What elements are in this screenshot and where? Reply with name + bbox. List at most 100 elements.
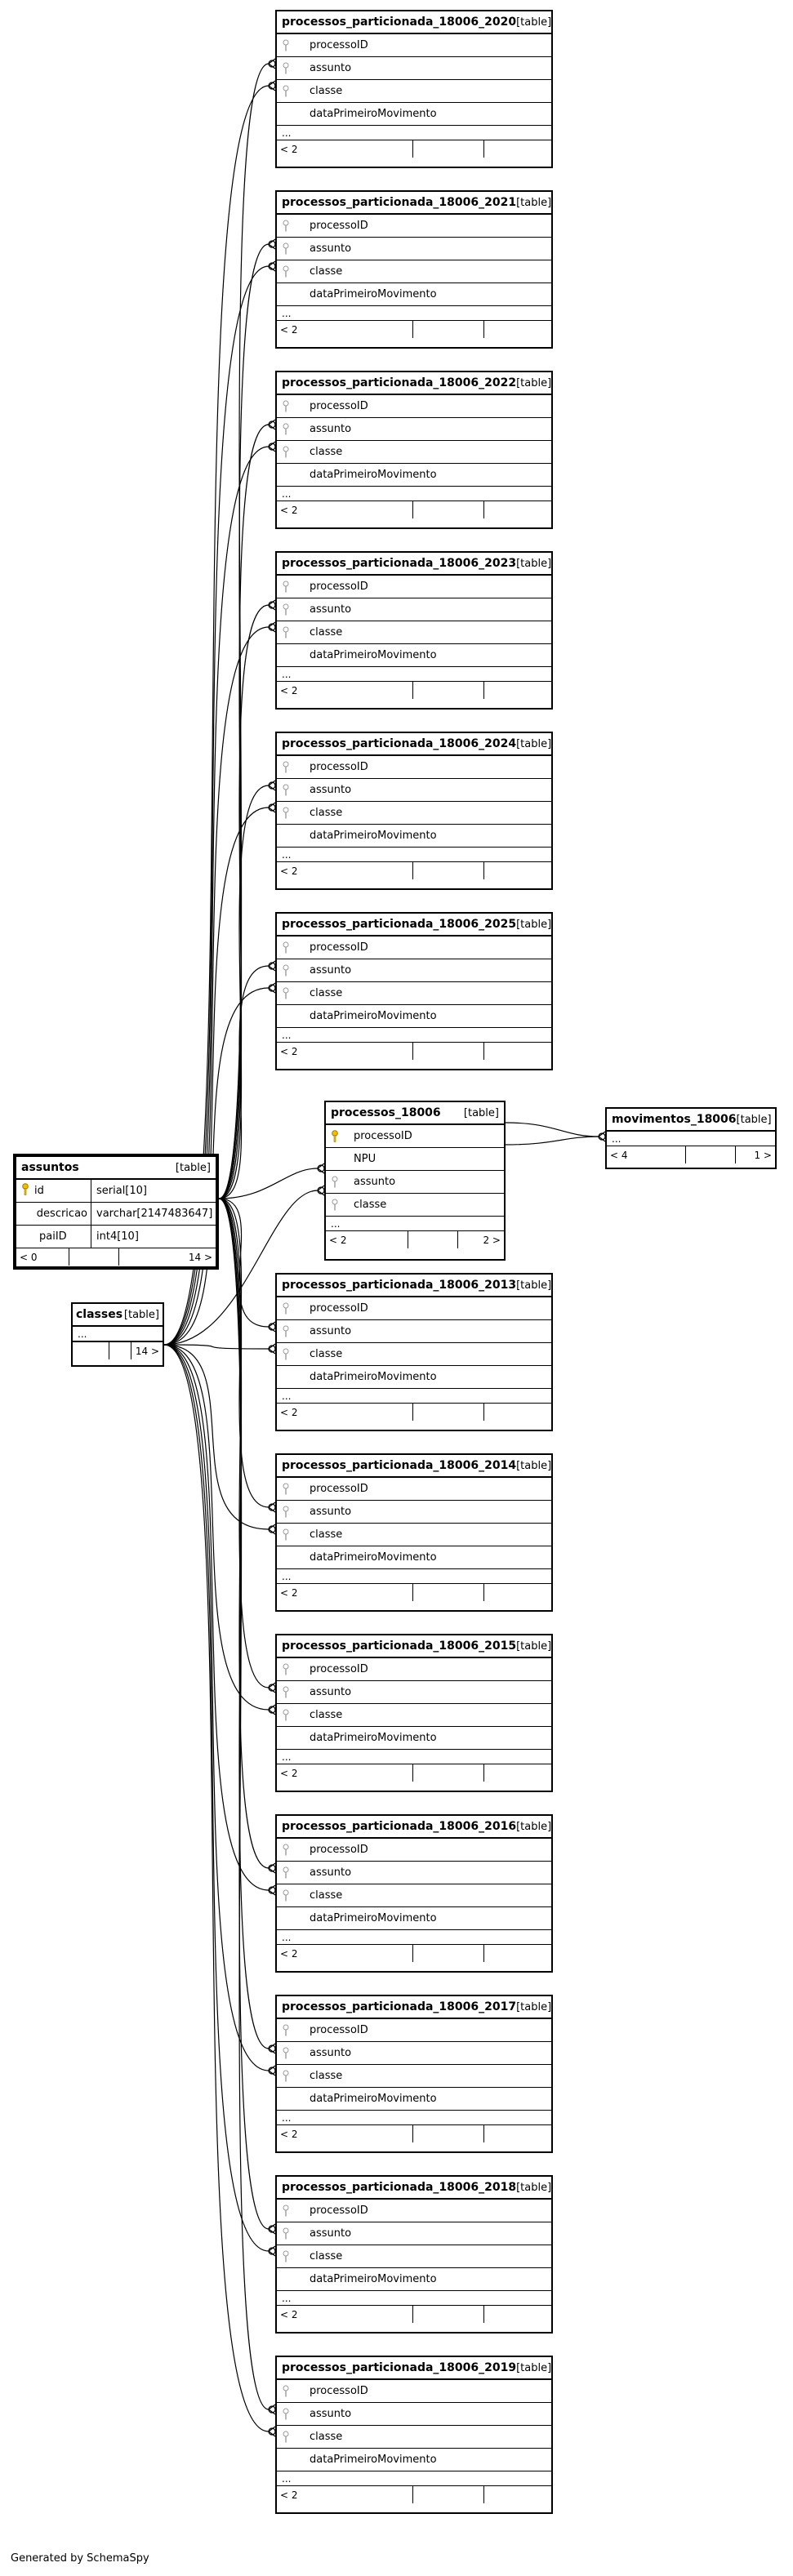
partition-table[interactable]: processos_particionada_18006_2022[table]…	[275, 371, 553, 529]
partition-column-row[interactable]: dataPrimeiroMovimento	[277, 2449, 551, 2471]
partition-column-row[interactable]: classe	[277, 802, 551, 825]
partition-table[interactable]: processos_particionada_18006_2014[table]…	[275, 1453, 553, 1612]
partition-column-row[interactable]: assunto	[277, 238, 551, 260]
assuntos-row-id[interactable]: id serial[10]	[16, 1180, 216, 1203]
partition-column-row[interactable]: assunto	[277, 2403, 551, 2426]
partition-column-row[interactable]: dataPrimeiroMovimento	[277, 1727, 551, 1750]
partition-column-row[interactable]: classe	[277, 982, 551, 1005]
partition-table[interactable]: processos_particionada_18006_2013[table]…	[275, 1273, 553, 1431]
partition-column-row[interactable]: dataPrimeiroMovimento	[277, 2088, 551, 2111]
assuntos-row-descricao[interactable]: descricao varchar[2147483647]	[16, 1203, 216, 1226]
partition-type: [table]	[516, 196, 552, 209]
partition-col-label: processoID	[310, 2205, 368, 2217]
partition-column-row[interactable]: dataPrimeiroMovimento	[277, 464, 551, 487]
partition-column-row[interactable]: assunto	[277, 1320, 551, 1343]
partition-type: [table]	[516, 2181, 552, 2194]
partition-col-label: dataPrimeiroMovimento	[310, 1371, 437, 1383]
partition-column-row[interactable]: processoID	[277, 756, 551, 779]
partition-column-row[interactable]: classe	[277, 1343, 551, 1366]
partition-column-row[interactable]: assunto	[277, 2222, 551, 2245]
partition-table[interactable]: processos_particionada_18006_2020[table]…	[275, 10, 553, 168]
partition-table[interactable]: processos_particionada_18006_2016[table]…	[275, 1814, 553, 1973]
partition-column-row[interactable]: processoID	[277, 1658, 551, 1681]
processos-row-assunto[interactable]: assunto	[326, 1171, 504, 1194]
partition-table[interactable]: processos_particionada_18006_2025[table]…	[275, 912, 553, 1070]
assunto-link-line	[218, 1198, 270, 1328]
partition-column-row[interactable]: processoID	[277, 215, 551, 238]
partition-column-row[interactable]: processoID	[277, 1839, 551, 1862]
partition-column-row[interactable]: assunto	[277, 1681, 551, 1704]
partition-column-row[interactable]: assunto	[277, 1862, 551, 1884]
foreign-key-icon	[282, 1663, 305, 1676]
partition-column-row[interactable]: assunto	[277, 1501, 551, 1524]
partition-column-row[interactable]: classe	[277, 260, 551, 283]
partition-column-row[interactable]: classe	[277, 621, 551, 644]
assunto-link-end	[268, 1864, 276, 1872]
partition-col-label: classe	[310, 1889, 343, 1902]
partition-column-row[interactable]: classe	[277, 2065, 551, 2088]
partition-column-row[interactable]: classe	[277, 80, 551, 103]
partition-column-row[interactable]: assunto	[277, 418, 551, 441]
partition-column-row[interactable]: dataPrimeiroMovimento	[277, 1366, 551, 1389]
partition-table[interactable]: processos_particionada_18006_2024[table]…	[275, 732, 553, 890]
foreign-key-icon	[282, 62, 305, 75]
partition-column-row[interactable]: assunto	[277, 779, 551, 802]
partition-col-label: dataPrimeiroMovimento	[310, 1551, 437, 1564]
foreign-key-icon	[282, 2205, 305, 2218]
partition-column-row[interactable]: classe	[277, 2245, 551, 2268]
movimentos-table[interactable]: movimentos_18006 [table] ... < 4 1 >	[605, 1107, 777, 1169]
partition-table[interactable]: processos_particionada_18006_2015[table]…	[275, 1634, 553, 1792]
partition-column-row[interactable]: classe	[277, 1524, 551, 1546]
partition-column-row[interactable]: processoID	[277, 937, 551, 959]
partition-column-row[interactable]: classe	[277, 441, 551, 464]
partition-column-row[interactable]: processoID	[277, 1297, 551, 1320]
partition-header: processos_particionada_18006_2022[table]	[277, 372, 551, 395]
partition-table[interactable]: processos_particionada_18006_2018[table]…	[275, 2175, 553, 2334]
partition-column-row[interactable]: processoID	[277, 34, 551, 57]
partition-column-row[interactable]: processoID	[277, 2380, 551, 2403]
foreign-key-icon	[282, 1844, 305, 1857]
partition-column-row[interactable]: dataPrimeiroMovimento	[277, 1546, 551, 1569]
partition-ellipsis: ...	[277, 2471, 551, 2486]
partition-column-row[interactable]: assunto	[277, 57, 551, 80]
partition-column-row[interactable]: classe	[277, 2426, 551, 2449]
partition-column-row[interactable]: processoID	[277, 2019, 551, 2042]
partition-column-row[interactable]: dataPrimeiroMovimento	[277, 2268, 551, 2291]
partition-column-row[interactable]: dataPrimeiroMovimento	[277, 825, 551, 848]
partition-column-row[interactable]: dataPrimeiroMovimento	[277, 644, 551, 667]
partition-column-row[interactable]: assunto	[277, 959, 551, 982]
assuntos-row-paiid[interactable]: paiID int4[10]	[16, 1226, 216, 1248]
processos-row-processoid[interactable]: processoID	[326, 1125, 504, 1148]
partition-column-row[interactable]: assunto	[277, 2042, 551, 2065]
processos-row-classe[interactable]: classe	[326, 1194, 504, 1217]
partition-table[interactable]: processos_particionada_18006_2017[table]…	[275, 1995, 553, 2153]
foreign-key-icon	[282, 964, 305, 977]
partition-column-row[interactable]: processoID	[277, 2200, 551, 2222]
partition-column-row[interactable]: dataPrimeiroMovimento	[277, 1005, 551, 1028]
partition-col-label: classe	[310, 2250, 343, 2262]
partition-ellipsis: ...	[277, 2291, 551, 2306]
partition-column-row[interactable]: dataPrimeiroMovimento	[277, 283, 551, 306]
assuntos-table[interactable]: assuntos [table] id serial[10] descricao…	[13, 1154, 219, 1270]
partition-column-row[interactable]: processoID	[277, 1478, 551, 1501]
classes-title: classes	[76, 1308, 123, 1321]
partition-column-row[interactable]: classe	[277, 1704, 551, 1727]
partition-type: [table]	[516, 1459, 552, 1472]
crowfoot-mark	[268, 1343, 276, 1355]
classes-table[interactable]: classes [table] ... 14 >	[71, 1302, 164, 1367]
classe-link-end	[268, 803, 276, 812]
partition-footer-left: < 2	[277, 1764, 413, 1782]
partition-column-row[interactable]: processoID	[277, 576, 551, 598]
partition-table[interactable]: processos_particionada_18006_2021[table]…	[275, 190, 553, 349]
processos-row-npu[interactable]: NPU	[326, 1148, 504, 1171]
partition-column-row[interactable]: classe	[277, 1884, 551, 1907]
partition-table[interactable]: processos_particionada_18006_2023[table]…	[275, 551, 553, 710]
partition-column-row[interactable]: processoID	[277, 395, 551, 418]
partition-column-row[interactable]: assunto	[277, 598, 551, 621]
partition-column-row[interactable]: dataPrimeiroMovimento	[277, 103, 551, 126]
movimentos-link-end	[598, 1132, 606, 1141]
partition-footer-left: < 2	[277, 501, 413, 518]
partition-column-row[interactable]: dataPrimeiroMovimento	[277, 1907, 551, 1930]
processos-table[interactable]: processos_18006 [table] processoID NPU a…	[324, 1101, 506, 1261]
partition-table[interactable]: processos_particionada_18006_2019[table]…	[275, 2356, 553, 2514]
